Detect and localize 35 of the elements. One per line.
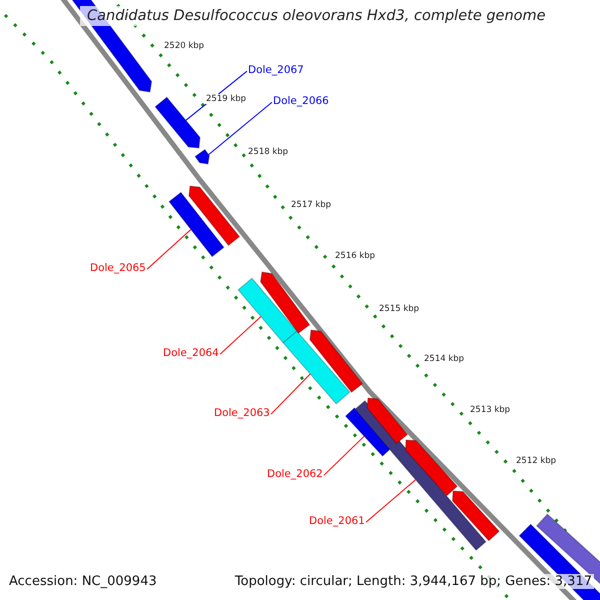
footer-text: Topology: circular; Length: 3,944,167 bp; Genes: 3,317 xyxy=(232,574,594,589)
gene-label: Dole_2066 xyxy=(273,95,329,107)
gene-feature xyxy=(282,330,350,405)
footer-text: Accession: NC_009943 xyxy=(7,574,159,589)
gene-feature xyxy=(194,148,210,165)
leader-line xyxy=(208,102,272,156)
scale-label: 2517 kbp xyxy=(290,200,332,210)
scale-label: 2513 kbp xyxy=(469,405,512,415)
gene-feature xyxy=(260,271,310,334)
scale-label: 2519 kbp xyxy=(205,94,248,104)
gene-feature xyxy=(309,329,364,393)
gene-label: Dole_2065 xyxy=(90,262,146,274)
gene-label: Dole_2062 xyxy=(267,468,323,480)
gene-feature xyxy=(452,490,500,542)
gene-feature xyxy=(154,96,201,149)
gene-label: Dole_2067 xyxy=(248,64,304,76)
scale-label: 2518 kbp xyxy=(247,147,290,157)
scale-label: 2515 kbp xyxy=(378,304,420,314)
scale-label: 2516 kbp xyxy=(334,251,376,261)
leader-line xyxy=(220,316,262,355)
scale-label: 2512 kbp xyxy=(515,456,558,466)
gene-feature xyxy=(237,278,298,344)
gene-feature xyxy=(366,397,408,444)
gene-label: Dole_2061 xyxy=(309,515,365,527)
leader-line xyxy=(324,436,365,476)
gene-feature xyxy=(405,439,458,496)
scale-label: 2514 kbp xyxy=(423,354,466,364)
leader-line xyxy=(270,373,311,415)
scale-label: 2520 kbp xyxy=(163,41,206,51)
gene-label: Dole_2064 xyxy=(163,347,219,359)
gene-label: Dole_2063 xyxy=(214,407,270,419)
leader-line xyxy=(366,479,416,523)
leader-line xyxy=(146,229,192,270)
gene-feature xyxy=(168,192,225,258)
gene-feature xyxy=(188,185,240,246)
